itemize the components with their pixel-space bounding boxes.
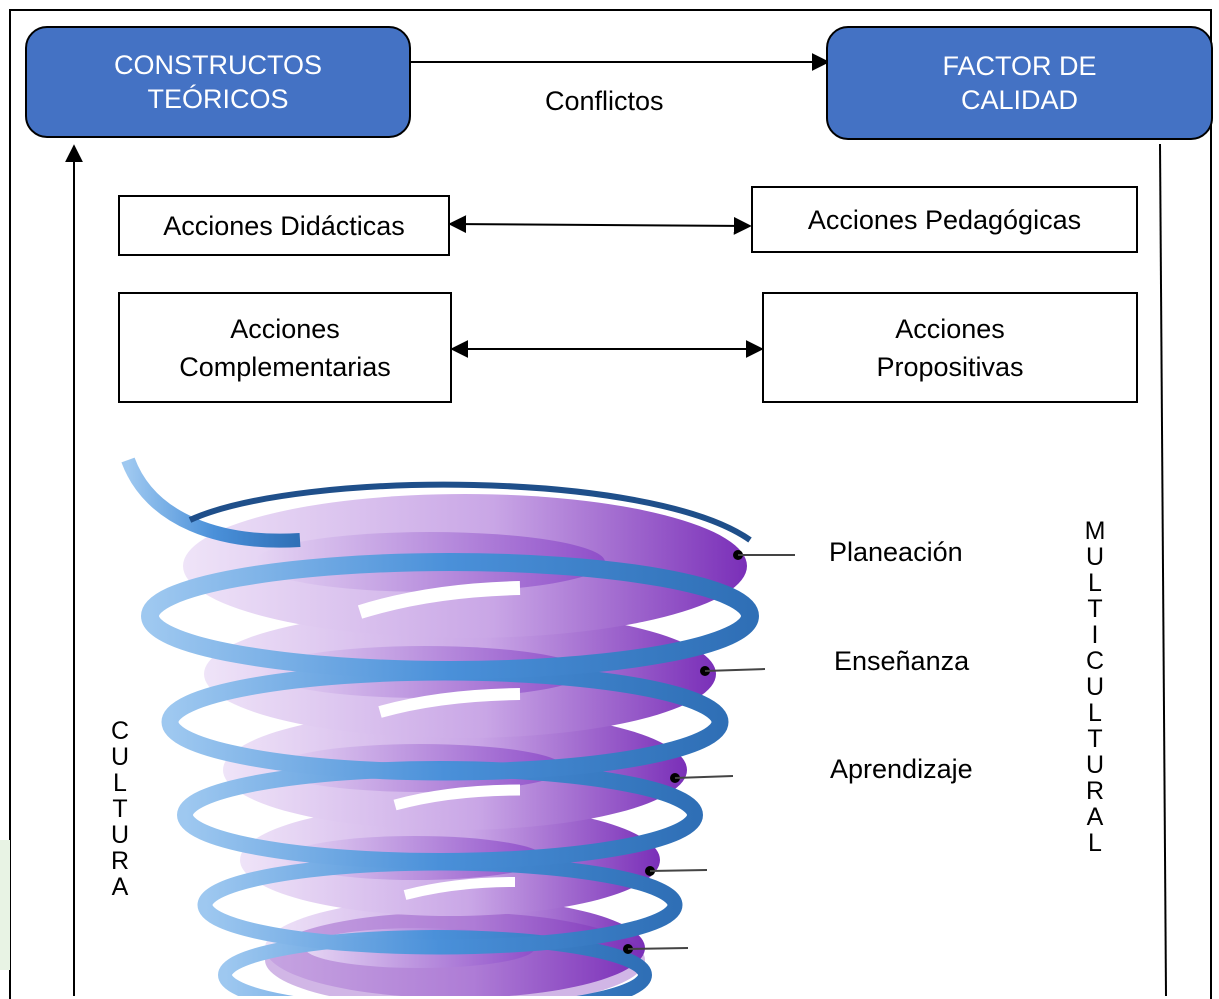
acciones-pedagogicas-box: Acciones Pedagógicas bbox=[751, 186, 1138, 253]
diagram-frame bbox=[9, 9, 1212, 999]
acciones-complementarias-label: Acciones Complementarias bbox=[179, 313, 391, 382]
constructos-label: CONSTRUCTOS TEÓRICOS bbox=[113, 50, 322, 114]
vertical-letter: R bbox=[1085, 777, 1105, 805]
vertical-letter: L bbox=[113, 769, 127, 797]
vertical-letter: U bbox=[110, 743, 130, 771]
vertical-letter: A bbox=[111, 873, 129, 901]
vertical-letter: U bbox=[1085, 673, 1105, 701]
aprendizaje-label: Aprendizaje bbox=[830, 754, 973, 784]
acciones-propositivas-box: Acciones Propositivas bbox=[762, 292, 1138, 403]
planeacion-label: Planeación bbox=[829, 537, 963, 567]
vertical-letter: U bbox=[1085, 751, 1105, 779]
vertical-letter: L bbox=[1088, 829, 1102, 857]
line-multicultural bbox=[1159, 143, 1167, 996]
vertical-letter: T bbox=[1087, 595, 1103, 623]
vertical-letter: T bbox=[1087, 725, 1103, 753]
vertical-letter: M bbox=[1084, 517, 1106, 545]
vertical-letter: R bbox=[110, 847, 130, 875]
acciones-didacticas-label: Acciones Didácticas bbox=[163, 210, 405, 241]
vertical-letter: T bbox=[112, 795, 128, 823]
vertical-letter: C bbox=[110, 717, 130, 745]
acciones-didacticas-box: Acciones Didácticas bbox=[118, 195, 450, 256]
vertical-letter: A bbox=[1086, 803, 1104, 831]
vertical-letter: C bbox=[1085, 647, 1105, 675]
acciones-propositivas-label: Acciones Propositivas bbox=[876, 313, 1024, 382]
acciones-complementarias-box: Acciones Complementarias bbox=[118, 292, 452, 403]
arrow-didacticas-pedagogicas bbox=[448, 215, 752, 235]
vertical-letter: I bbox=[1091, 621, 1099, 649]
acciones-pedagogicas-label: Acciones Pedagógicas bbox=[807, 204, 1082, 235]
vertical-letter: L bbox=[1088, 699, 1102, 727]
factor-calidad-box: FACTOR DE CALIDAD bbox=[826, 26, 1213, 140]
vertical-letter: U bbox=[110, 821, 130, 849]
conflictos-label: Conflictos bbox=[545, 86, 664, 116]
ensenanza-label: Enseñanza bbox=[834, 646, 970, 676]
edge-mark bbox=[0, 840, 10, 970]
vertical-letter: U bbox=[1085, 543, 1105, 571]
factor-calidad-label: FACTOR DE CALIDAD bbox=[942, 51, 1097, 115]
vertical-letter: L bbox=[1088, 569, 1102, 597]
spiral-graphic bbox=[121, 457, 795, 996]
constructos-box: CONSTRUCTOS TEÓRICOS bbox=[25, 26, 411, 138]
top-strip bbox=[0, 0, 1219, 8]
